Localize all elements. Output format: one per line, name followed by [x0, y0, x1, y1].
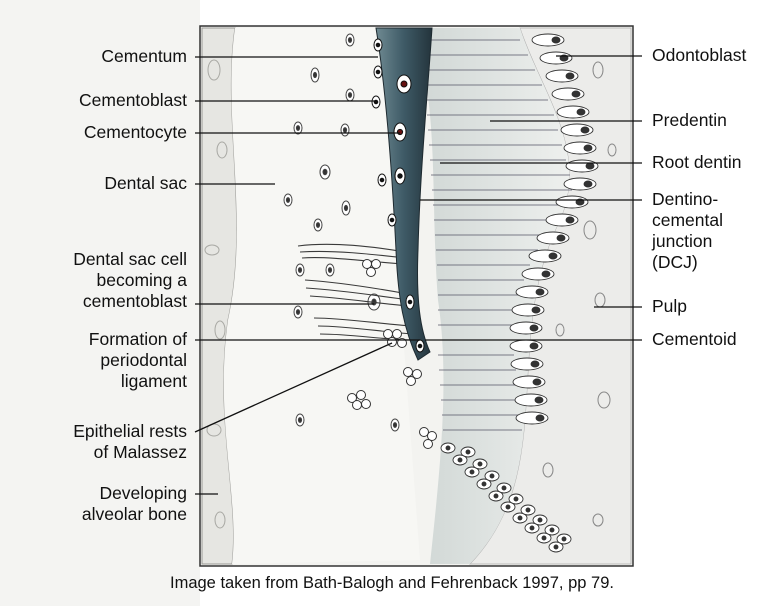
label-formation-pdl: Formation of periodontal ligament	[89, 329, 187, 392]
label-pulp: Pulp	[652, 296, 687, 317]
label-epithelial-rests: Epithelial rests of Malassez	[73, 421, 187, 463]
label-dental-sac-cell-line2: becoming a	[73, 270, 187, 291]
label-formation-pdl-line1: Formation of	[89, 329, 187, 350]
label-cementum: Cementum	[101, 46, 187, 67]
label-dental-sac-cell: Dental sac cell becoming a cementoblast	[73, 249, 187, 312]
label-predentin: Predentin	[652, 110, 727, 131]
label-dental-sac-cell-line3: cementoblast	[73, 291, 187, 312]
label-cementoblast: Cementoblast	[79, 90, 187, 111]
label-alveolar-bone: Developing alveolar bone	[82, 483, 187, 525]
label-odontoblast: Odontoblast	[652, 45, 746, 66]
label-dcj-line2: cemental	[652, 210, 723, 231]
label-epithelial-rests-line1: Epithelial rests	[73, 421, 187, 442]
label-dcj-line1: Dentino-	[652, 189, 723, 210]
label-formation-pdl-line2: periodontal	[89, 350, 187, 371]
label-epithelial-rests-line2: of Malassez	[73, 442, 187, 463]
label-dental-sac: Dental sac	[104, 173, 187, 194]
label-root-dentin: Root dentin	[652, 152, 742, 173]
figure-caption: Image taken from Bath-Balogh and Fehrenb…	[170, 573, 614, 593]
label-alveolar-bone-line1: Developing	[82, 483, 187, 504]
label-alveolar-bone-line2: alveolar bone	[82, 504, 187, 525]
label-formation-pdl-line3: ligament	[89, 371, 187, 392]
label-dcj-line4: (DCJ)	[652, 252, 723, 273]
label-cementoid: Cementoid	[652, 329, 737, 350]
label-dcj: Dentino- cemental junction (DCJ)	[652, 189, 723, 273]
label-dental-sac-cell-line1: Dental sac cell	[73, 249, 187, 270]
label-dcj-line3: junction	[652, 231, 723, 252]
label-cementocyte: Cementocyte	[84, 122, 187, 143]
